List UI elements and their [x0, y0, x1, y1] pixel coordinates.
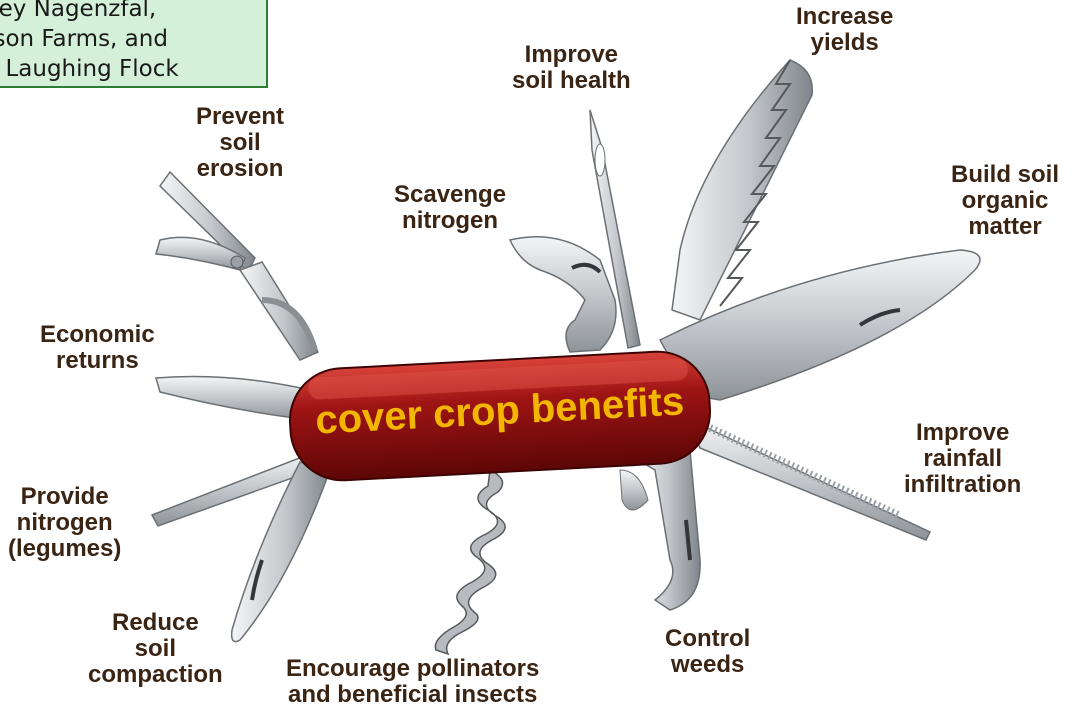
label-scavenge-nitrogen: Scavengenitrogen [394, 182, 506, 234]
label-increase-yields: Increaseyields [796, 4, 893, 56]
label-control-weeds: Controlweeds [665, 626, 750, 678]
corkscrew-tool [435, 470, 505, 654]
label-build-organic-matter: Build soilorganicmatter [951, 162, 1059, 240]
label-improve-soil-health: Improvesoil health [512, 42, 631, 94]
small-blade-left-tool [156, 377, 312, 421]
label-economic-returns: Economicreturns [40, 322, 155, 374]
label-encourage-pollinators: Encourage pollinatorsand beneficial inse… [286, 656, 539, 708]
label-reduce-compaction: Reducesoilcompaction [88, 610, 223, 688]
scissors-tool [156, 172, 318, 360]
bottle-opener-tool [620, 450, 700, 610]
saw-tool [672, 60, 812, 320]
label-provide-nitrogen: Providenitrogen(legumes) [8, 484, 121, 562]
file-tool [690, 420, 930, 540]
label-improve-infiltration: Improverainfallinfiltration [904, 420, 1021, 498]
label-prevent-erosion: Preventsoilerosion [196, 104, 284, 182]
can-opener-tool [510, 237, 616, 352]
